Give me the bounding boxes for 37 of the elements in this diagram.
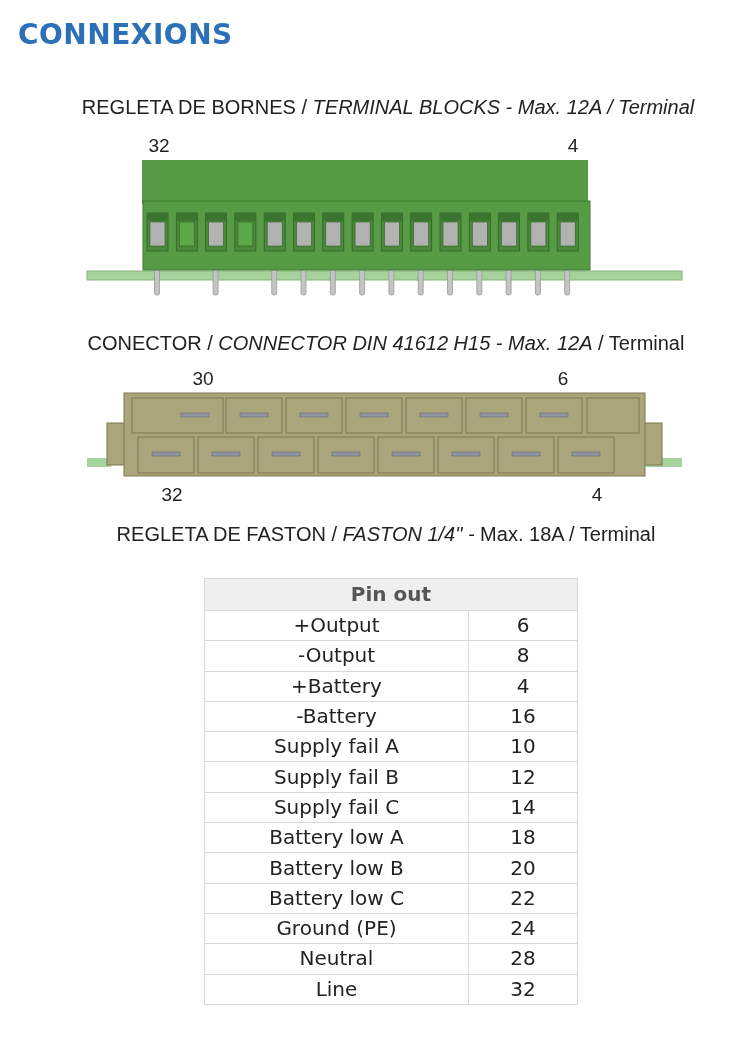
signal-name: Ground (PE) [204, 913, 469, 944]
pin-number: 10 [468, 731, 578, 762]
signal-name: Neutral [204, 943, 469, 975]
pin-number: 24 [468, 913, 578, 944]
signal-name: Supply fail B [204, 762, 469, 793]
signal-name: Supply fail C [204, 792, 469, 823]
pin-number: 20 [468, 852, 578, 884]
pin-number: 4 [468, 671, 578, 702]
pin-number: 6 [468, 610, 578, 641]
pin-number: 6 [557, 368, 569, 390]
signal-name: Battery low A [204, 822, 469, 853]
pin-number: 14 [468, 792, 578, 823]
table-header: Pin out [204, 578, 578, 611]
signal-name: Line [204, 974, 469, 1005]
pin-number: 32 [148, 135, 170, 157]
pin-number: 12 [468, 762, 578, 793]
pin-number: 28 [468, 943, 578, 975]
pin-number: 18 [468, 822, 578, 853]
page-title: CONNEXIONS [18, 18, 233, 51]
pin-number: 32 [161, 484, 183, 506]
pin-number: 16 [468, 701, 578, 732]
signal-name: Supply fail A [204, 731, 469, 762]
signal-name: Battery low C [204, 883, 469, 914]
section-heading: REGLETA DE FASTON / FASTON 1/4" - Max. 18A / Terminal [116, 523, 656, 546]
pin-number: 4 [567, 135, 579, 157]
pin-number: 32 [468, 974, 578, 1005]
pin-number: 30 [192, 368, 214, 390]
signal-name: +Output [204, 610, 469, 641]
pin-number: 22 [468, 883, 578, 914]
signal-name: -Battery [204, 701, 469, 732]
signal-name: -Output [204, 640, 469, 672]
signal-name: +Battery [204, 671, 469, 702]
pin-number: 8 [468, 640, 578, 672]
section-heading: CONECTOR / CONNECTOR DIN 41612 H15 - Max. 12A / Terminal [87, 332, 685, 355]
pin-number: 4 [591, 484, 603, 506]
signal-name: Battery low B [204, 852, 469, 884]
section-heading: REGLETA DE BORNES / TERMINAL BLOCKS - Max. 12A / Terminal [81, 96, 695, 119]
